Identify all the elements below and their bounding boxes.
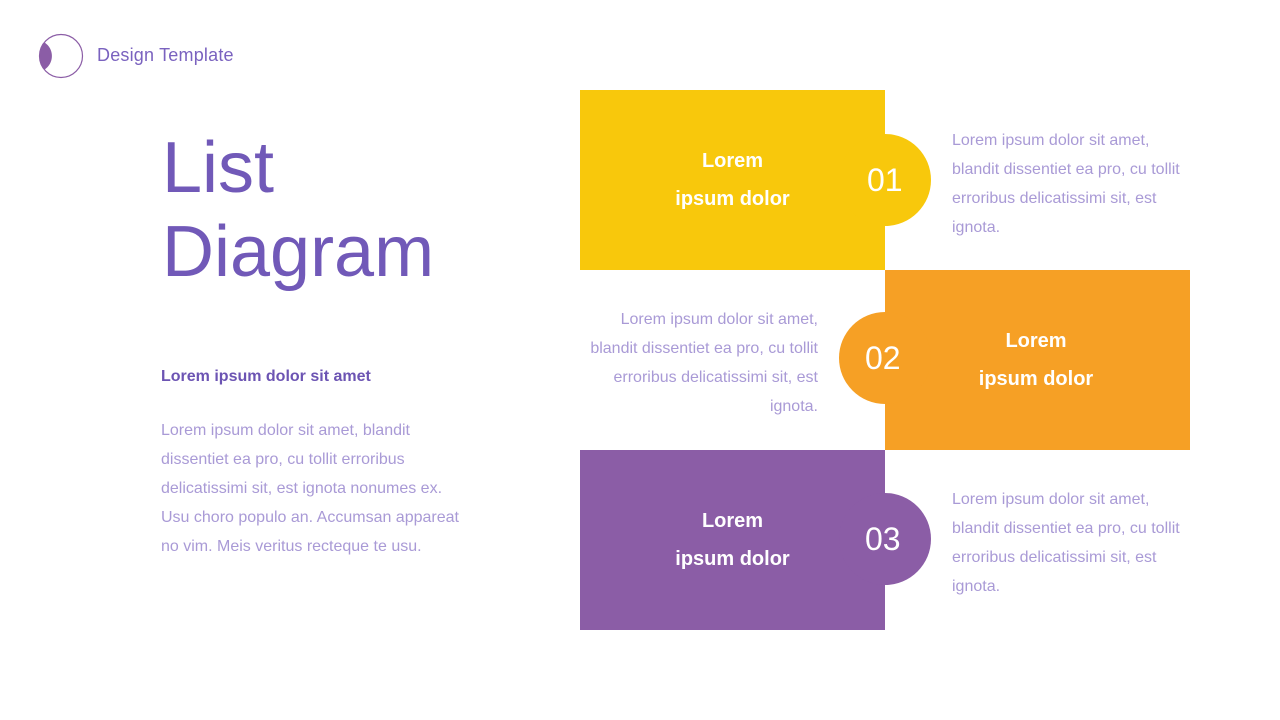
list-item-1-box: Lorem ipsum dolor 01 [580,90,931,270]
brand-name: Design Template [97,45,234,65]
list-item-3-tab [839,493,931,585]
title-line-1: List [162,128,275,208]
list-item-1-label: Lorem ipsum dolor [580,90,885,270]
list-item-3-description: Lorem ipsum dolor sit amet, blandit diss… [952,491,1180,595]
intro-subheading: Lorem ipsum dolor sit amet [161,368,371,385]
list-item-2-description: Lorem ipsum dolor sit amet, blandit diss… [590,311,818,415]
list-item-2-label-line-1: Lorem [1005,330,1067,352]
list-item-2-box: Lorem ipsum dolor 02 [839,270,1190,450]
list-item-1-label-line-1: Lorem [701,150,764,172]
list-item-1-tab [839,134,931,226]
list-item-2-number: 02 [865,340,901,376]
list-item-3-number: 03 [865,521,901,557]
page-title: List Diagram [162,126,434,294]
list-item-2-tab [839,312,931,404]
intro-body: Lorem ipsum dolor sit amet, blandit diss… [161,422,459,555]
list-item-2-label: Lorem ipsum dolor [885,270,1187,450]
list-item-3-box: Lorem ipsum dolor 03 [580,450,931,630]
list-item-3-label: Lorem ipsum dolor [580,450,885,630]
list-item-1-description: Lorem ipsum dolor sit amet, blandit diss… [952,132,1180,236]
list-item-1-label-line-2: ipsum dolor [675,188,790,210]
list-item-2-label-line-2: ipsum dolor [978,368,1094,390]
title-line-2: Diagram [162,212,435,292]
list-item-3-label-line-1: Lorem [701,510,764,532]
list-item-3-label-line-2: ipsum dolor [675,548,790,570]
half-moon-circle-icon [38,33,84,79]
list-item-1-number: 01 [867,162,903,198]
